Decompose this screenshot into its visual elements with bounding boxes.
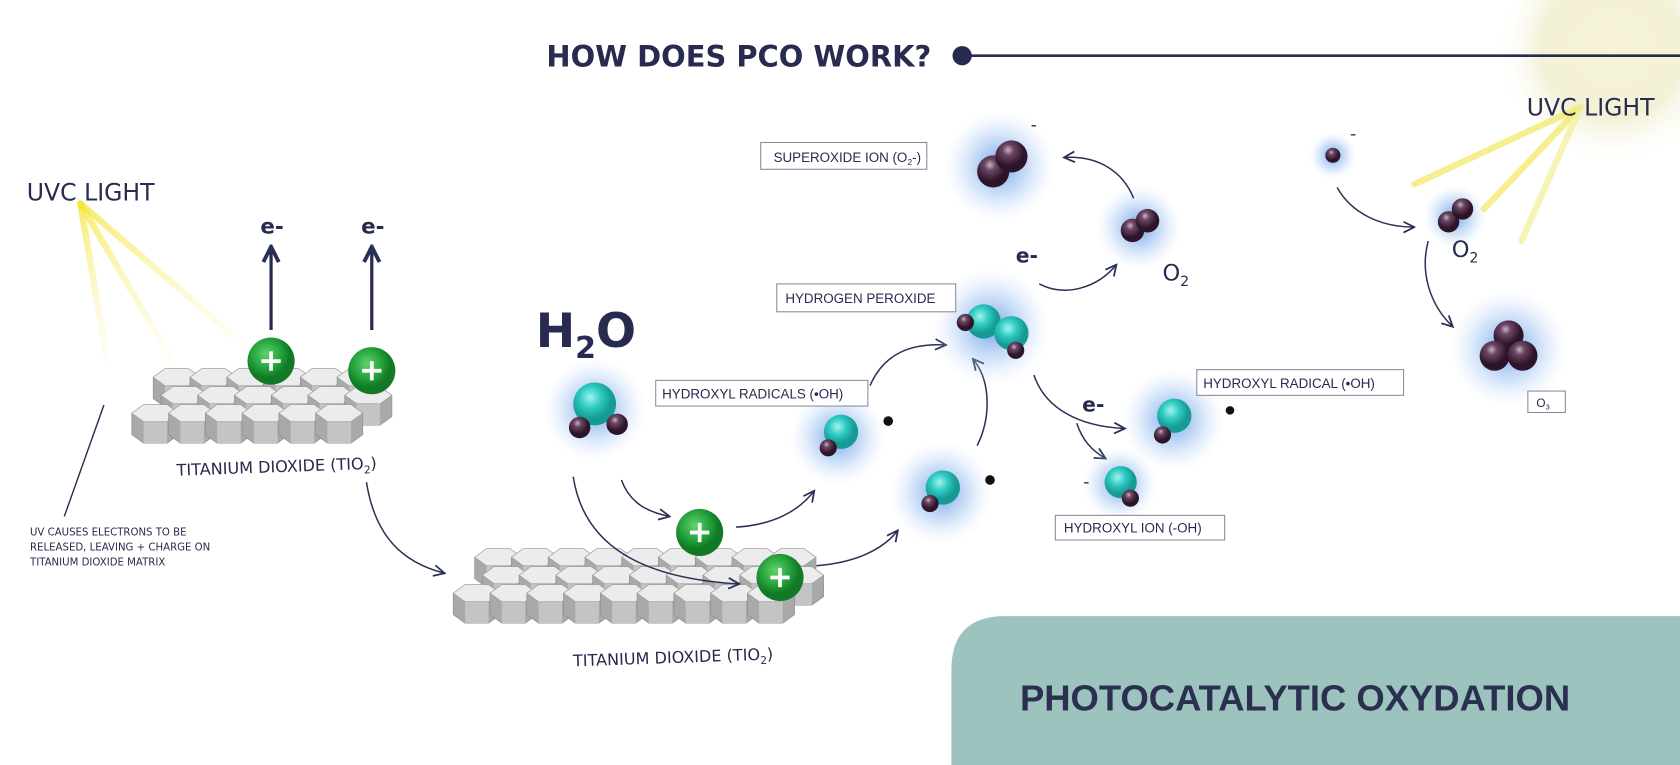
- o2-label: O2: [1163, 261, 1190, 290]
- hydrogen-peroxide-molecule: [932, 267, 1050, 386]
- electron-label: e-: [361, 215, 384, 240]
- water-molecule: [543, 357, 647, 461]
- superoxide-molecule: [943, 110, 1056, 222]
- hydroxyl-radical-molecule: [889, 441, 993, 545]
- tio2-label-left: TITANIUM DIOXIDE (TIO2): [175, 454, 377, 483]
- note-line: RELEASED, LEAVING + CHARGE ON: [30, 543, 210, 554]
- note-line: TITANIUM DIOXIDE MATRIX: [29, 558, 165, 569]
- flow-arrow: [620, 479, 669, 516]
- positive-charge-icon: [676, 508, 724, 557]
- label-box: [760, 141, 928, 170]
- flow-arrow: [1064, 157, 1135, 199]
- uvc-light-label-left: UVC LIGHT: [27, 178, 155, 206]
- charge-sign: -: [1031, 116, 1037, 136]
- flow-arrow: [816, 530, 897, 567]
- note-pointer: [63, 404, 105, 517]
- label-box: [1527, 390, 1566, 414]
- positive-charge-icon: [756, 553, 804, 602]
- positive-charge-icon: [348, 347, 396, 395]
- charge-sign: -: [1350, 124, 1356, 144]
- electron-label: e-: [1016, 244, 1038, 268]
- electron-label: e-: [1082, 392, 1104, 416]
- flow-arrow: [1336, 187, 1414, 228]
- o3-label: O3: [1536, 397, 1549, 411]
- hydroxyl-ion-molecule: [1082, 446, 1158, 522]
- label-box: [1054, 514, 1226, 541]
- sun-glow: [1494, 0, 1680, 167]
- tio2-label-middle: TITANIUM DIOXIDE (TIO2): [572, 644, 774, 673]
- radical-dot: [985, 475, 995, 485]
- hydroxyl-radicals-label: HYDROXYL RADICALS (•OH): [662, 387, 843, 402]
- flow-arrow: [1038, 265, 1116, 291]
- label-box: [1196, 369, 1405, 396]
- oxygen-atom: [1309, 131, 1357, 179]
- radical-dot: [883, 416, 894, 426]
- tio2-matrix-left: [131, 368, 393, 444]
- uvc-rays-left: [77, 200, 248, 363]
- flow-arrow: [365, 482, 444, 573]
- footer-panel: [951, 616, 1680, 765]
- hydrogen-peroxide-label: HYDROGEN PEROXIDE: [785, 291, 935, 306]
- hydroxyl-radical-label: HYDROXYL RADICAL (•OH): [1203, 376, 1375, 391]
- footer-title: PHOTOCATALYTIC OXYDATION: [1020, 677, 1570, 718]
- radical-dot: [1225, 406, 1235, 415]
- uvc-light-label-right: UVC LIGHT: [1527, 94, 1655, 122]
- flow-arrow: [1424, 240, 1453, 327]
- h2o-label: H2O: [536, 304, 636, 366]
- o2-label: O2: [1452, 237, 1479, 266]
- page-title: HOW DOES PCO WORK?: [546, 39, 931, 73]
- flow-arrow: [869, 345, 946, 387]
- label-box: [655, 379, 869, 407]
- o2-molecule: [1422, 184, 1488, 249]
- positive-charge-icon: [247, 337, 295, 385]
- flow-arrow: [1033, 374, 1125, 429]
- hydroxyl-radical-molecule: [789, 388, 887, 486]
- flow-arrow: [572, 476, 739, 584]
- o2-molecule: [1096, 184, 1182, 270]
- superoxide-label: SUPEROXIDE ION (O2-): [774, 150, 921, 167]
- flow-arrow: [736, 491, 814, 528]
- charge-sign: -: [1083, 472, 1089, 492]
- hydroxyl-ion-label: HYDROXYL ION (-OH): [1064, 521, 1202, 536]
- label-box: [776, 283, 957, 313]
- ozone-molecule: [1449, 289, 1568, 408]
- electron-label: e-: [260, 215, 283, 240]
- title-dot: [952, 46, 972, 66]
- uvc-rays-right: [1411, 103, 1584, 245]
- note-line: UV CAUSES ELECTRONS TO BE: [30, 528, 187, 539]
